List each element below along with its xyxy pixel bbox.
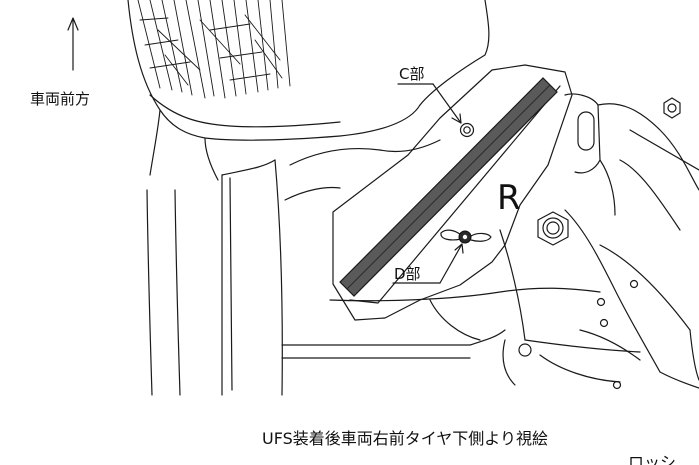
- left-frame: [146, 159, 283, 396]
- c-bolt: [459, 122, 475, 138]
- forward-arrow: [67, 17, 79, 71]
- right-structure: [502, 93, 699, 390]
- side-r-label: R: [497, 178, 521, 218]
- tire: [127, 0, 490, 181]
- ufs-panel: [332, 64, 573, 321]
- c-part-label: C部: [399, 65, 424, 83]
- c-part-callout: [397, 83, 462, 124]
- d-part-label: D部: [394, 265, 421, 283]
- cut-off-text: ロッシ: [628, 453, 676, 465]
- diagram-caption: UFS装着後車両右前タイヤ下側より視絵: [262, 429, 548, 448]
- forward-label: 車両前方: [30, 90, 90, 108]
- d-wing-bolt: [440, 229, 492, 244]
- body-lines: [281, 139, 641, 359]
- d-part-callout: [392, 243, 464, 284]
